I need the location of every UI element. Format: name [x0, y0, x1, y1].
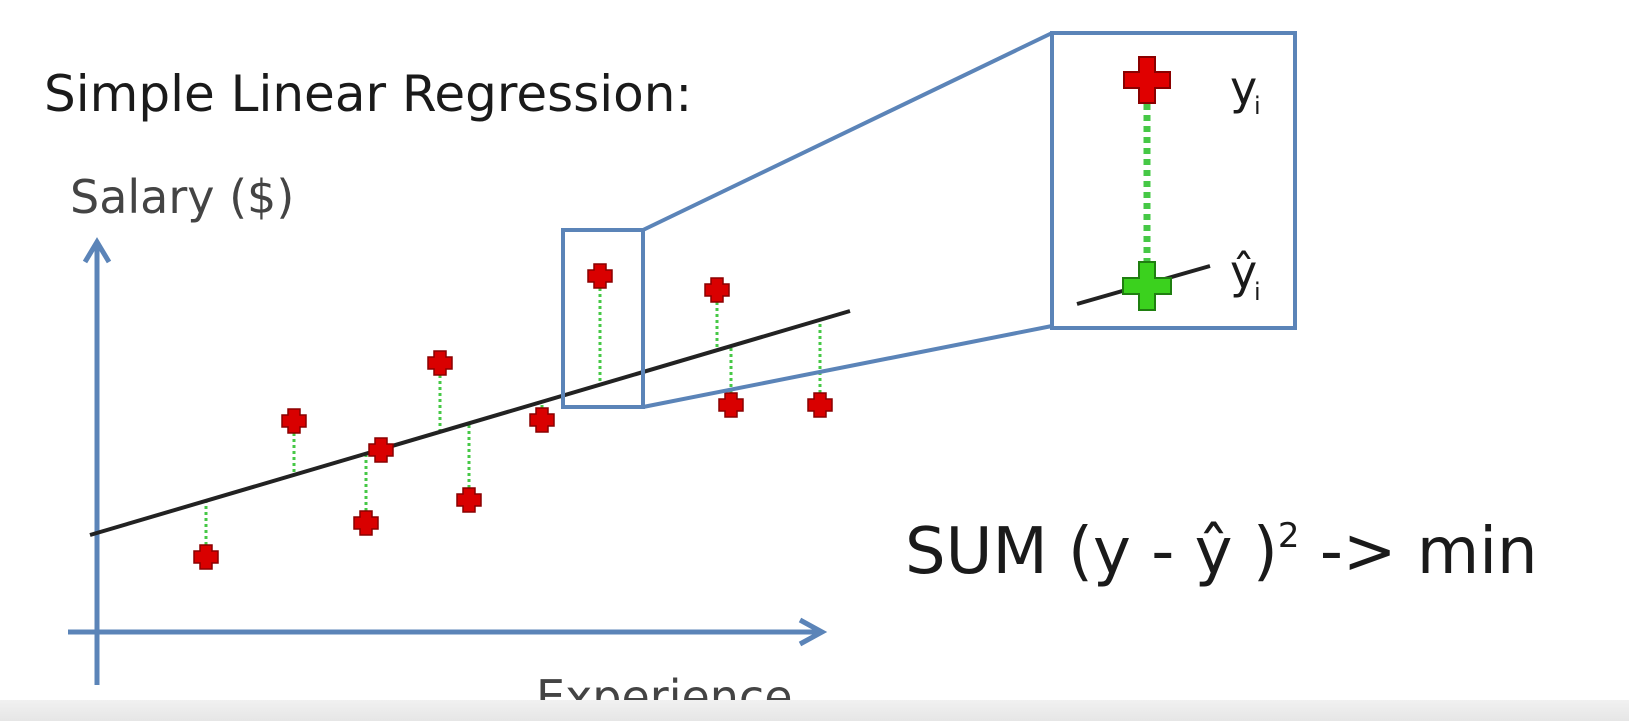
- observed-point: [193, 544, 219, 570]
- predicted-label: ŷ: [1230, 245, 1257, 299]
- observed-point: [718, 392, 744, 418]
- formula-suffix: -> min: [1299, 515, 1537, 589]
- observed-point: [368, 437, 394, 463]
- predicted-subscript: i: [1254, 278, 1261, 306]
- bottom-bar: [0, 700, 1629, 721]
- x-axis-arrowhead: [798, 617, 828, 647]
- zoom-predicted-marker: [1122, 261, 1172, 311]
- residual-lines: [204, 276, 822, 557]
- observed-point: [353, 510, 379, 536]
- observed-point: [427, 350, 453, 376]
- selection-box: [561, 228, 645, 409]
- zoom-connector-top: [642, 31, 1053, 232]
- observed-point: [807, 392, 833, 418]
- formula-main: SUM (y - ŷ ): [905, 515, 1278, 589]
- regression-line: [89, 309, 851, 537]
- formula: SUM (y - ŷ )2 -> min: [905, 515, 1538, 589]
- y-axis-label: Salary ($): [70, 170, 294, 224]
- zoom-connector-bottom: [642, 324, 1053, 409]
- formula-exponent: 2: [1278, 516, 1300, 556]
- observed-point: [587, 263, 613, 289]
- diagram-title: Simple Linear Regression:: [44, 65, 692, 123]
- zoom-observed-marker: [1123, 56, 1171, 104]
- observed-point: [281, 408, 307, 434]
- observed-point: [704, 277, 730, 303]
- observation-points: [193, 263, 833, 570]
- observed-subscript: i: [1254, 92, 1261, 120]
- y-axis-arrowhead: [82, 237, 112, 264]
- observed-label: y: [1230, 61, 1257, 115]
- zoom-box: [1050, 31, 1297, 330]
- observed-point: [456, 487, 482, 513]
- observed-point: [529, 407, 555, 433]
